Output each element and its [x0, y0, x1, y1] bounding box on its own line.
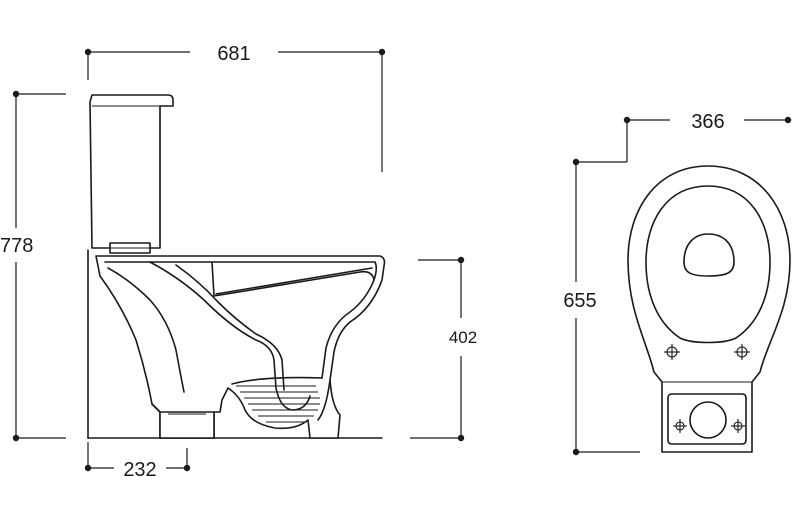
bowl-body: [95, 255, 386, 439]
cistern-tank: [89, 94, 174, 254]
label-overall-width: 681: [217, 43, 250, 65]
drain-opening: [683, 233, 735, 277]
dim-overall-width: 681: [84, 43, 386, 172]
top-view: [627, 165, 791, 453]
dim-bowl-depth: 655: [563, 158, 640, 456]
outlet-hole: [689, 401, 727, 439]
label-overall-height: 778: [0, 235, 33, 257]
label-rim-height: 402: [449, 328, 477, 347]
seat-hinge-holes: [664, 344, 750, 360]
floor-outlet: [159, 411, 215, 439]
floor-bolt-holes: [673, 419, 745, 433]
bowl-rim: [645, 185, 771, 344]
dim-rim-height: 402: [410, 256, 477, 442]
bowl-outline: [627, 165, 791, 453]
dim-outlet-offset: 232: [84, 442, 191, 481]
label-bowl-depth: 655: [563, 290, 596, 312]
dim-overall-height: 778: [0, 90, 66, 442]
dim-bowl-width: 366: [576, 111, 792, 163]
label-outlet-offset: 232: [123, 459, 156, 481]
foot-plate: [667, 393, 747, 445]
side-view: [87, 94, 386, 439]
trap-water-pattern: [231, 376, 323, 423]
label-bowl-width: 366: [691, 111, 724, 133]
